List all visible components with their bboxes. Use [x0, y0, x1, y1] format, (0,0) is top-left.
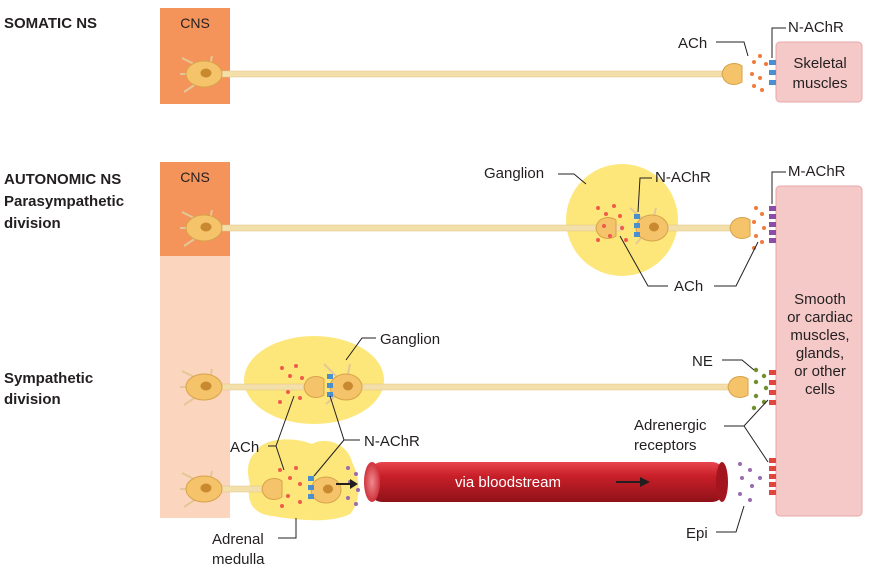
adrenergic-receptor-ne — [769, 370, 776, 405]
smooth-muscle-label-3: muscles, — [790, 327, 849, 344]
m-achr-receptor — [769, 206, 776, 243]
via-bloodstream-label: via bloodstream — [455, 474, 561, 491]
ach-label-somatic: ACh — [678, 35, 707, 52]
leader-n-achr-skeletal — [771, 27, 786, 58]
n-achr-label-parasympathetic: N-AChR — [655, 169, 711, 186]
neuron-sympathetic-ganglionic — [323, 363, 363, 405]
smooth-muscle-label-6: cells — [805, 381, 835, 398]
skeletal-muscle-label-2: muscles — [792, 75, 847, 92]
somatic-axon — [201, 70, 735, 78]
autonomic-ns-heading: AUTONOMIC NS — [4, 171, 121, 188]
skeletal-muscle-label-1: Skeletal — [793, 55, 846, 72]
somatic-ns-heading: SOMATIC NS — [4, 15, 97, 32]
neuron-adrenal-cns — [180, 470, 223, 508]
parasympathetic-preganglionic-axon — [201, 224, 625, 232]
cns-box-autonomic — [160, 162, 230, 256]
parasympathetic-preganglionic-terminal — [595, 217, 617, 239]
smooth-muscle-label-4: glands, — [796, 345, 844, 362]
somatic-axon-terminal — [721, 63, 743, 85]
adrenergic-receptor-epi — [769, 458, 776, 495]
cns-box-somatic — [160, 8, 230, 104]
ach-molecules-parasympathetic-ganglion — [596, 204, 628, 242]
neuron-somatic — [180, 55, 223, 93]
sympathetic-postganglionic-axon — [355, 383, 739, 391]
n-achr-label-sympathetic: N-AChR — [364, 433, 420, 450]
ach-molecules-sympathetic-ganglion — [278, 364, 304, 404]
ne-molecules — [751, 367, 769, 411]
arrow-right-icon — [616, 477, 650, 487]
leader-epi — [716, 505, 745, 533]
leader-ach-parasympathetic-ganglion — [619, 235, 668, 287]
leader-m-achr — [771, 171, 786, 204]
parasympathetic-heading-2: division — [4, 215, 61, 232]
leader-adrenal-medulla — [278, 518, 297, 539]
ach-molecules-parasympathetic-target — [752, 206, 766, 250]
leader-n-achr-parasympathetic — [637, 177, 652, 213]
adrenergic-label-1: Adrenergic — [634, 417, 707, 434]
ach-molecules-adrenal — [278, 466, 302, 508]
adrenergic-label-2: receptors — [634, 437, 697, 454]
leader-ganglion-sympathetic — [345, 337, 376, 361]
leader-ach-parasympathetic-target — [714, 241, 759, 287]
n-achr-label-skeletal: N-AChR — [788, 19, 844, 36]
leader-n-achr-adrenal — [313, 439, 345, 477]
ganglion-label-sympathetic: Ganglion — [380, 331, 440, 348]
sympathetic-preganglionic-terminal — [303, 376, 325, 398]
arrow-right-icon — [336, 479, 358, 489]
parasympathetic-ganglion — [566, 164, 678, 276]
adrenal-chromaffin-cell — [310, 476, 342, 504]
cns-label-somatic: CNS — [180, 15, 210, 31]
adrenal-medulla-label-2: medulla — [212, 551, 265, 568]
adrenal-medulla-label-1: Adrenal — [212, 531, 264, 548]
adrenal-medulla — [248, 439, 359, 521]
epi-label: Epi — [686, 525, 708, 542]
sympathetic-heading-2: division — [4, 391, 61, 408]
m-achr-label: M-AChR — [788, 163, 846, 180]
smooth-muscle-label-2: or cardiac — [787, 309, 853, 326]
smooth-muscle-label-1: Smooth — [794, 291, 846, 308]
parasympathetic-postganglionic-terminal — [729, 217, 751, 239]
leader-adrenergic-ne — [724, 399, 769, 427]
cns-label-autonomic: CNS — [180, 169, 210, 185]
leader-ach-somatic — [716, 41, 749, 57]
ach-label-sympathetic: ACh — [230, 439, 259, 456]
ne-label: NE — [692, 353, 713, 370]
adrenal-preganglionic-terminal — [261, 478, 283, 500]
n-achr-receptor-skeletal — [769, 60, 776, 85]
sympathetic-heading-1: Sympathetic — [4, 370, 93, 387]
n-achr-receptor-parasympathetic-ganglion — [634, 214, 640, 237]
blood-vessel — [364, 462, 728, 502]
neuron-sympathetic-cns — [180, 368, 223, 406]
smooth-muscle-box — [775, 185, 863, 517]
ach-molecules-somatic — [750, 54, 768, 92]
neuron-parasympathetic-ganglionic — [629, 207, 669, 245]
ganglion-label-parasympathetic: Ganglion — [484, 165, 544, 182]
leader-ganglion-parasympathetic — [558, 173, 587, 185]
smooth-muscle-label-5: or other — [794, 363, 846, 380]
leader-adrenergic-epi — [743, 425, 769, 463]
neuron-parasympathetic-cns — [180, 209, 223, 247]
skeletal-muscle-box — [775, 41, 863, 103]
parasympathetic-heading-1: Parasympathetic — [4, 193, 124, 210]
n-achr-receptor-adrenal — [308, 476, 314, 499]
leader-ach-adrenal — [275, 445, 285, 471]
leader-ne — [722, 359, 755, 371]
ach-label-parasympathetic: ACh — [674, 278, 703, 295]
n-achr-receptor-sympathetic-ganglion — [327, 374, 333, 397]
sympathetic-postganglionic-terminal — [727, 376, 749, 398]
